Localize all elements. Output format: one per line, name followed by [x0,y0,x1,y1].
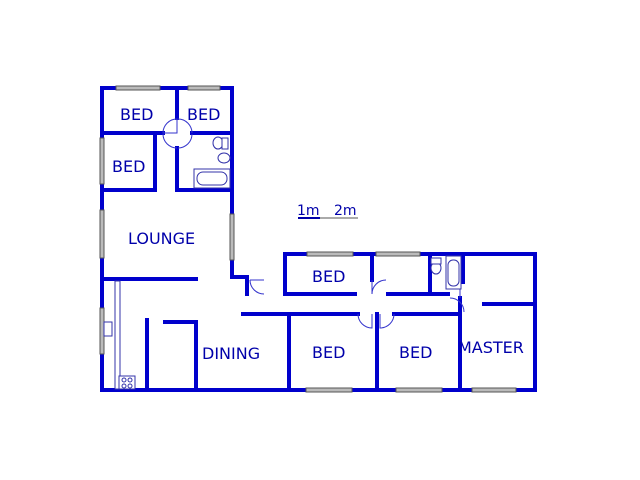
windows [99,85,517,393]
scale-bar: 1m 2m [297,203,358,219]
room-label-bed-mid-left: BED [112,157,145,176]
room-label-bed-center: BED [312,267,345,286]
room-label-bed-top-right: BED [187,105,220,124]
room-label-bed-bottom-2: BED [399,343,432,362]
fixtures [103,136,462,390]
scale-label-1m: 1m [297,203,320,219]
room-labels: BED BED BED LOUNGE BED DINING BED BED MA… [112,105,524,363]
room-label-master: MASTER [458,338,524,357]
room-label-bed-bottom-1: BED [312,343,345,362]
doors [162,118,465,329]
scale-label-2m: 2m [334,203,357,219]
room-label-dining: DINING [202,344,260,363]
room-label-lounge: LOUNGE [128,229,195,248]
room-label-bed-top-left: BED [120,105,153,124]
interior-walls [100,86,537,392]
